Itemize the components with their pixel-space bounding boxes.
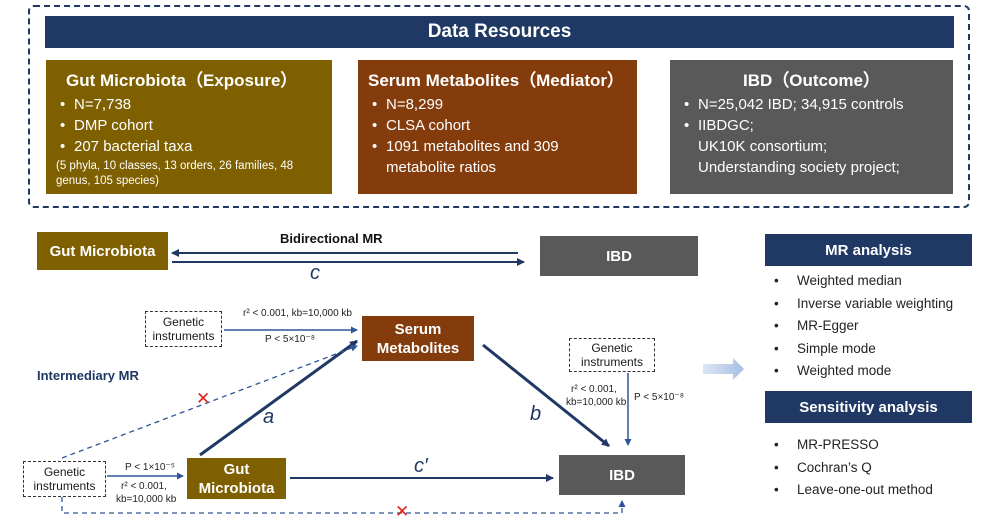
serum-resource-list: N=8,299 CLSA cohort 1091 metabolites and…	[368, 94, 627, 178]
dashed-gi-to-serum-arrow	[61, 344, 358, 459]
gi2-r2-label-line2: kb=10,000 kb	[566, 397, 627, 408]
ibd-consortium-line: UK10K consortium;	[698, 138, 828, 155]
ibd-resource-list: N=25,042 IBD; 34,915 controls IIBDGC;	[680, 94, 943, 136]
genetic-instruments-box: Genetic instruments	[145, 311, 222, 347]
list-item: 207 bacterial taxa	[60, 136, 322, 157]
list-item: Leave-one-out method	[772, 479, 933, 502]
sensitivity-analysis-header: Sensitivity analysis	[765, 391, 972, 423]
gi3-p-label: P < 1×10⁻⁵	[125, 462, 175, 473]
gut-microbiota-node-bottom: Gut Microbiota	[187, 458, 286, 499]
path-b-label: b	[530, 403, 542, 425]
gi1-p-label: P < 5×10⁻⁸	[265, 334, 315, 345]
list-item: DMP cohort	[60, 115, 322, 136]
gi3-r2-label-line1: r² < 0.001,	[121, 481, 167, 492]
list-item: Weighted median	[772, 270, 953, 293]
ibd-society-line: Understanding society project;	[698, 159, 900, 176]
intermediary-mr-label: Intermediary MR	[37, 368, 139, 383]
data-resources-header: Data Resources	[45, 16, 954, 48]
data-resources-panel	[28, 5, 970, 208]
mr-methods-list: Weighted median Inverse variable weighti…	[772, 270, 953, 383]
mr-analysis-header: MR analysis	[765, 234, 972, 266]
cross-mark-icon: ✕	[196, 389, 211, 408]
gut-resource-list: N=7,738 DMP cohort 207 bacterial taxa	[56, 94, 322, 157]
ibd-resource-box: IBD（Outcome） N=25,042 IBD; 34,915 contro…	[670, 60, 953, 194]
path-b-arrow	[482, 343, 610, 448]
gut-microbiota-node-top: Gut Microbiota	[37, 232, 168, 270]
genetic-instruments-box: Genetic instruments	[23, 461, 106, 497]
serum-resource-title: Serum Metabolites（Mediator）	[368, 71, 624, 90]
list-item: MR-PRESSO	[772, 434, 933, 457]
serum-metabolites-node: Serum Metabolites	[362, 316, 474, 361]
path-c-label: c	[310, 262, 320, 284]
sensitivity-methods-list: MR-PRESSO Cochran’s Q Leave-one-out meth…	[772, 434, 933, 502]
list-item: N=7,738	[60, 94, 322, 115]
path-a-label: a	[263, 406, 275, 428]
flow-to-analysis-arrow	[703, 358, 744, 380]
gut-resource-title: Gut Microbiota（Exposure）	[66, 71, 298, 90]
bidirectional-mr-label: Bidirectional MR	[280, 231, 383, 246]
genetic-instruments-box: Genetic instruments	[569, 338, 655, 372]
list-item: MR-Egger	[772, 315, 953, 338]
path-a-arrow	[199, 339, 358, 457]
cross-mark-icon: ✕	[395, 502, 410, 521]
gut-microbiota-resource-box: Gut Microbiota（Exposure） N=7,738 DMP coh…	[46, 60, 332, 194]
list-item: CLSA cohort	[372, 115, 627, 136]
gi2-r2-label-line1: r² < 0.001,	[571, 384, 617, 395]
gi1-r2-label: r² < 0.001, kb=10,000 kb	[243, 308, 352, 319]
gut-taxa-note: (5 phyla, 10 classes, 13 orders, 26 fami…	[56, 160, 294, 187]
ibd-node-top: IBD	[540, 236, 698, 276]
serum-metabolites-resource-box: Serum Metabolites（Mediator） N=8,299 CLSA…	[358, 60, 637, 194]
list-item: Cochran’s Q	[772, 457, 933, 480]
path-c-prime-label: c′	[414, 455, 428, 477]
list-item: Weighted mode	[772, 360, 953, 383]
gi3-r2-label-line2: kb=10,000 kb	[116, 494, 177, 505]
list-item: 1091 metabolites and 309 metabolite rati…	[372, 136, 627, 178]
list-item: Simple mode	[772, 338, 953, 361]
gi2-p-label: P < 5×10⁻⁸	[634, 392, 684, 403]
list-item: N=25,042 IBD; 34,915 controls	[684, 94, 943, 115]
ibd-node-bottom: IBD	[559, 455, 685, 495]
list-item: N=8,299	[372, 94, 627, 115]
ibd-resource-title: IBD（Outcome）	[743, 71, 880, 90]
list-item: IIBDGC;	[684, 115, 943, 136]
list-item: Inverse variable weighting	[772, 293, 953, 316]
